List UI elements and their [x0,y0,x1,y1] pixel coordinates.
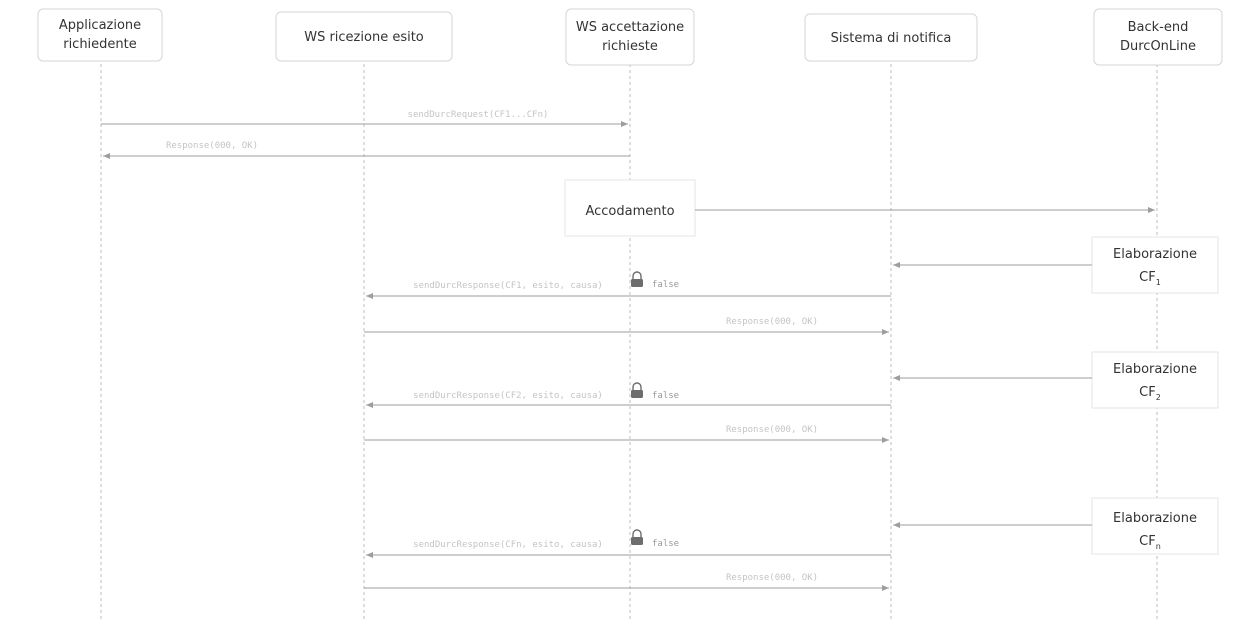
elaborazione-cfn-label: Elaborazione [1113,511,1197,526]
elaborazione-cf1-cf: CF1 [1139,270,1161,287]
participant-notifica-line1: Sistema di notifica [831,31,952,46]
participant-applicazione-line2: richiedente [63,37,137,52]
lock-note-2: false [652,391,679,401]
msg-send-durc-request-label: sendDurcRequest(CF1...CFn) [408,110,549,120]
participant-notifica: Sistema di notifica [804,13,978,62]
msg-response-n-label: Response(000, OK) [726,573,818,583]
participant-accettazione: WS accettazione richieste [565,8,695,66]
participant-backend-line2: DurcOnLine [1120,39,1196,54]
participant-accettazione-line2: richieste [602,39,658,54]
msg-send-durc-response-n-label: sendDurcResponse(CFn, esito, causa) [413,540,603,550]
lock-icon [631,271,643,287]
elaborazione-cf2-box: Elaborazione CF2 [1091,351,1219,409]
participant-ricezione: WS ricezione esito [275,11,453,62]
participant-applicazione: Applicazione richiedente [37,8,163,62]
elaborazione-cf2-cf: CF2 [1139,385,1161,402]
elaborazione-cf2-label: Elaborazione [1113,362,1197,377]
lock-note-1: false [652,280,679,290]
msg-response-1-label: Response(000, OK) [166,141,258,151]
elaborazione-cf1-box: Elaborazione CF1 [1091,236,1219,294]
participant-applicazione-line1: Applicazione [59,18,141,33]
elaborazione-cfn-box: Elaborazione CFn [1091,497,1219,555]
elaborazione-cfn-cf: CFn [1139,534,1161,551]
msg-response-3-label: Response(000, OK) [726,425,818,435]
accodamento-box: Accodamento [564,179,696,237]
participant-backend: Back-end DurcOnLine [1093,8,1223,66]
participant-ricezione-line1: WS ricezione esito [304,30,424,45]
msg-send-durc-response-1-label: sendDurcResponse(CF1, esito, causa) [413,281,603,291]
participant-accettazione-line1: WS accettazione [576,20,684,35]
lock-note-n: false [652,539,679,549]
msg-response-2-label: Response(000, OK) [726,317,818,327]
elaborazione-cf1-label: Elaborazione [1113,247,1197,262]
lock-icon [631,382,643,398]
lock-icon [631,529,643,545]
participant-backend-line1: Back-end [1128,20,1189,35]
msg-send-durc-response-2-label: sendDurcResponse(CF2, esito, causa) [413,391,603,401]
accodamento-label: Accodamento [585,204,674,219]
